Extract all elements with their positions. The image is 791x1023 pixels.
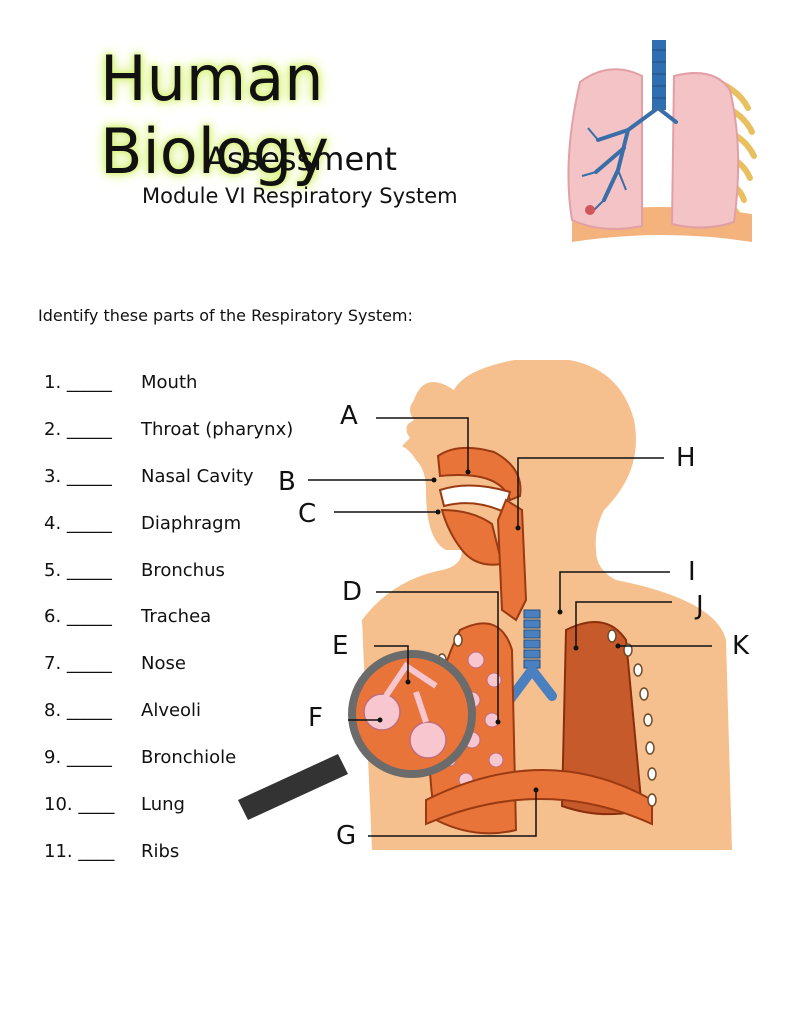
diagram-label-a: A (340, 401, 358, 431)
page-title: Human Biology (100, 42, 329, 188)
question-term: Ribs (141, 841, 180, 862)
question-term: Lung (141, 794, 185, 815)
question-item: 2. _____ Throat (pharynx) (44, 419, 334, 445)
answer-blank[interactable]: 9. _____ (44, 747, 112, 768)
respiratory-diagram: A B C D E F G H I J K (238, 360, 750, 851)
question-item: 10. ____ Lung (44, 794, 334, 820)
question-item: 4. _____ Diaphragm (44, 513, 334, 539)
question-term: Bronchus (141, 560, 225, 581)
lungs-illustration (567, 40, 757, 242)
answer-blank[interactable]: 7. _____ (44, 653, 112, 674)
answer-blank[interactable]: 6. _____ (44, 606, 112, 627)
question-item: 9. _____ Bronchiole (44, 747, 334, 773)
instructions-text: Identify these parts of the Respiratory … (38, 306, 413, 325)
diagram-label-h: H (676, 443, 696, 473)
page-subtitle: Assessment (205, 140, 397, 178)
question-item: 3. _____ Nasal Cavity (44, 466, 334, 492)
question-term: Trachea (141, 606, 212, 627)
question-term: Nose (141, 653, 186, 674)
diagram-label-c: C (298, 499, 316, 529)
answer-blank[interactable]: 8. _____ (44, 700, 112, 721)
answer-blank[interactable]: 10. ____ (44, 794, 115, 815)
diagram-label-e: E (332, 631, 348, 661)
question-term: Mouth (141, 372, 198, 393)
diagram-label-b: B (278, 467, 296, 497)
answer-blank[interactable]: 1. _____ (44, 372, 112, 393)
question-term: Nasal Cavity (141, 466, 254, 487)
question-item: 7. _____ Nose (44, 653, 334, 679)
answer-blank[interactable]: 5. _____ (44, 560, 112, 581)
module-heading: Module VI Respiratory System (142, 184, 458, 208)
diagram-label-j: J (694, 591, 704, 621)
answer-blank[interactable]: 4. _____ (44, 513, 112, 534)
answer-blank[interactable]: 2. _____ (44, 419, 112, 440)
question-term: Throat (pharynx) (141, 419, 294, 440)
diagram-label-k: K (732, 631, 750, 661)
question-term: Bronchiole (141, 747, 237, 768)
diagram-label-g: G (336, 821, 356, 851)
answer-blank[interactable]: 11. ____ (44, 841, 115, 862)
question-term: Alveoli (141, 700, 202, 721)
answer-blank[interactable]: 3. _____ (44, 466, 112, 487)
question-item: 6. _____ Trachea (44, 606, 334, 632)
question-item: 11. ____ Ribs (44, 841, 334, 867)
diagram-label-d: D (342, 577, 362, 607)
question-term: Diaphragm (141, 513, 242, 534)
diagram-label-i: I (688, 557, 696, 587)
diagram-label-f: F (308, 703, 323, 733)
question-item: 5. _____ Bronchus (44, 560, 334, 586)
question-item: 8. _____ Alveoli (44, 700, 334, 726)
question-item: 1. _____ Mouth (44, 372, 334, 398)
